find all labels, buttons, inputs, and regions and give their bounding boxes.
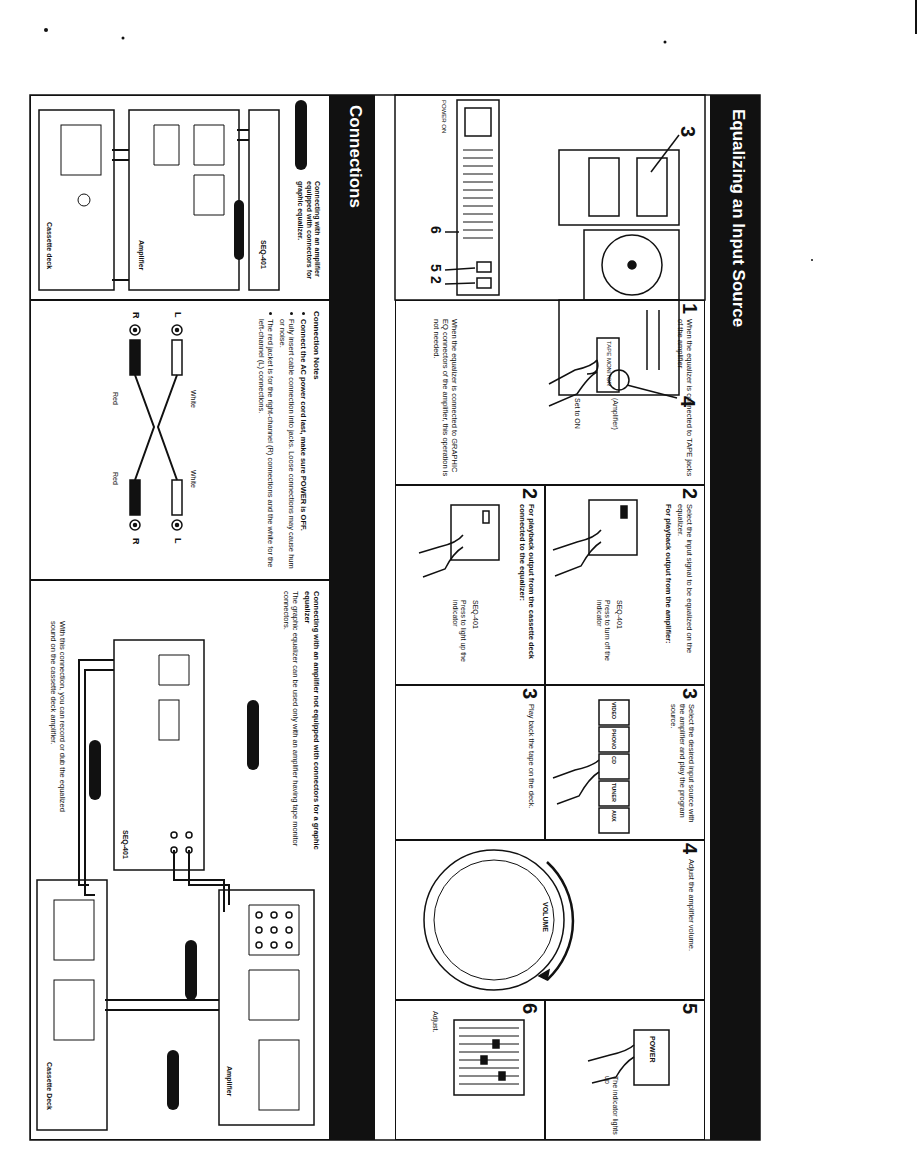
callout-number: 6 — [519, 1003, 541, 1014]
step-text: For playback output from the cassette de… — [518, 504, 536, 679]
step-panel: Adjust the amplifier volume. — [395, 840, 705, 1000]
part-label: PHONO — [611, 729, 617, 749]
part-label: Cassette Deck — [45, 1062, 53, 1110]
note-item: Fully insert cable connection into jacks… — [278, 319, 296, 569]
part-label: SEQ-401 — [615, 600, 623, 629]
section-title: Connections — [345, 105, 365, 505]
callout-number: 3 — [679, 688, 701, 699]
part-label: Set to ON — [573, 398, 581, 429]
callout-number: 4 — [679, 843, 701, 854]
part-label: SEQ-401 — [259, 240, 267, 269]
step-text: Adjust the amplifier volume. — [687, 859, 696, 989]
step-panel: Select the input signal to be equalized … — [545, 485, 705, 685]
step-text: Connecting with an amplifier equipped wi… — [296, 181, 321, 296]
part-label: POWER — [648, 1036, 656, 1062]
step-panel: Play back the tape on the deck. — [395, 685, 545, 840]
part-label: White — [189, 390, 197, 408]
part-label: R — [130, 538, 140, 545]
step-text: With this connection, you can record or … — [49, 621, 67, 831]
callout-number: 6 — [428, 226, 443, 234]
step-text: Connecting with an amplifier not equippe… — [303, 591, 321, 871]
title-band: Equalizing an Input Source — [710, 95, 760, 1140]
part-label: SEQ-401 — [471, 600, 479, 629]
part-label: (Amplifier) — [611, 398, 619, 430]
step-text: Play back the tape on the deck. — [527, 704, 536, 834]
part-label: Press to light up the indicator — [452, 600, 467, 670]
part-label: White — [189, 470, 197, 488]
step-panel: When the equalizer is connected to TAPE … — [395, 300, 705, 485]
step-panel: Connecting with an amplifier not equippe… — [30, 580, 330, 1140]
step-panel: The indicator lights up — [545, 1000, 705, 1140]
callout-number: 3 — [519, 688, 541, 699]
callout-number: 5 — [679, 1003, 701, 1014]
callout-number: 2 — [519, 488, 541, 499]
part-label: VIDEO — [611, 702, 617, 719]
part-label: L — [172, 312, 182, 318]
part-label: Red — [111, 472, 119, 485]
section-title: Equalizing an Input Source — [728, 109, 748, 609]
part-label: Amplifier — [137, 240, 145, 270]
step-text: The indicator lights up — [602, 1076, 619, 1136]
callout-number: 5 — [428, 264, 443, 272]
note-item: Connect the AC power cord last, make sur… — [299, 319, 308, 569]
step-text: When the equalizer is connected to GRAPH… — [432, 319, 459, 479]
callout-number: 2 — [428, 276, 443, 284]
part-label: Amplifier — [225, 1066, 233, 1096]
step-text: Select the desired input source with the… — [669, 704, 696, 834]
step-text: Select the input signal to be equalized … — [676, 504, 694, 679]
part-label: TAPE MONITOR — [605, 341, 612, 386]
part-label: TUNER — [611, 783, 617, 802]
part-label: CD — [611, 756, 617, 764]
part-label: Press to turn off the indicator — [596, 600, 611, 670]
callout-number: 3 — [677, 126, 699, 137]
part-label: R — [130, 312, 140, 319]
part-label: L — [172, 538, 182, 544]
part-label: Red — [111, 392, 119, 405]
step-text: Connection Notes — [311, 311, 321, 571]
step-panel: Select the desired input source with the… — [545, 685, 705, 840]
callout-number: 2 — [679, 488, 701, 499]
step-panel: Adjust. — [395, 1000, 545, 1140]
callout-number: 1 — [679, 303, 701, 314]
callout-number: 4 — [677, 396, 699, 407]
step-text: The graphic equalizer can be used only w… — [282, 591, 300, 871]
part-label: SEQ-401 — [121, 830, 129, 859]
step-text: Adjust. — [431, 1011, 439, 1071]
step-panel: For playback output from the cassette de… — [395, 485, 545, 685]
part-label: VOLUME — [541, 902, 549, 932]
part-label: Cassette deck — [45, 222, 53, 269]
note-item: The red jacket is for the right-channel … — [257, 319, 275, 569]
step-panel: Connecting with an amplifier equipped wi… — [30, 95, 330, 300]
part-label: POWER ON — [440, 100, 447, 133]
title-band: Connections — [330, 95, 375, 1140]
part-label: AUX — [611, 810, 617, 822]
step-text: For playback output from the amplifier: — [664, 504, 673, 679]
